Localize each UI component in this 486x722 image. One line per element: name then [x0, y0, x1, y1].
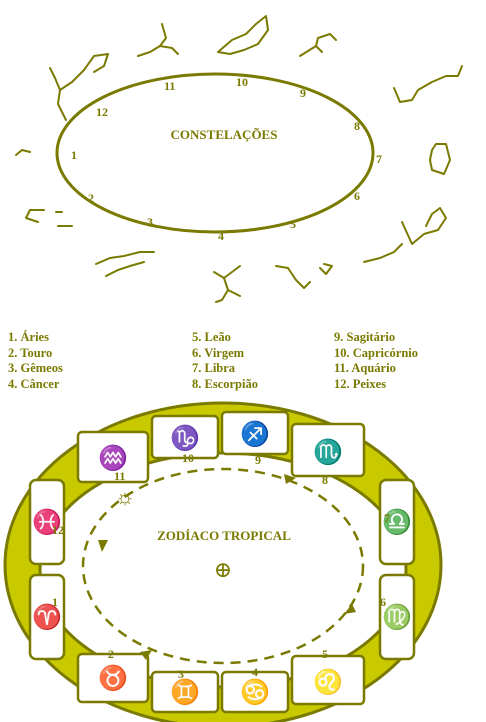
legend-item: 11. Aquário [334, 361, 418, 377]
legend-item: 4. Câncer [8, 377, 63, 393]
legend-column-3: 9. Sagitário 10. Capricórnio 11. Aquário… [334, 330, 418, 392]
scorpio-sign: ♏ [313, 438, 343, 466]
aquarius-sign: ♒ [98, 444, 128, 472]
constellation-figure [138, 24, 166, 56]
constellation-number: 9 [300, 86, 306, 100]
zodiac-number: 2 [108, 647, 114, 661]
zodiac-number: 4 [252, 665, 258, 679]
legend-item: 6. Virgem [192, 346, 258, 362]
zodiac-number: 6 [380, 595, 386, 609]
zodiac-number: 9 [255, 453, 261, 467]
gemini-sign: ♊ [170, 678, 200, 706]
constellation-figure [160, 46, 178, 54]
constellation-figure [430, 144, 450, 174]
constellation-number: 11 [164, 79, 175, 93]
legend-item: 2. Touro [8, 346, 63, 362]
constellation-number: 6 [354, 189, 360, 203]
legend-item: 1. Áries [8, 330, 63, 346]
zodiac-number: 11 [114, 469, 125, 483]
zodiac-number: 10 [182, 451, 194, 465]
zodiac-number: 5 [322, 647, 328, 661]
legend-column-2: 5. Leão 6. Virgem 7. Libra 8. Escorpião [192, 330, 258, 392]
constellation-figure [216, 278, 228, 302]
legend-item: 3. Gêmeos [8, 361, 63, 377]
leo-sign: ♌ [313, 668, 343, 696]
constellation-figure [364, 244, 402, 262]
constellation-figure [300, 34, 336, 56]
cancer-sign: ♋ [240, 678, 270, 706]
constellations-diagram: CONSTELAÇÕES 1 2 3 4 5 6 7 8 9 10 11 12 [16, 16, 462, 302]
zodiac-number: 12 [52, 523, 64, 537]
legend-item: 8. Escorpião [192, 377, 258, 393]
constellation-figure [84, 54, 108, 72]
legend-item: 5. Leão [192, 330, 258, 346]
constellation-figure [96, 252, 154, 264]
constellation-number: 7 [376, 152, 382, 166]
constellation-figure [276, 266, 310, 288]
zodiac-number: 8 [322, 473, 328, 487]
constellation-figures [16, 16, 462, 302]
zodiac-number: 7 [384, 511, 390, 525]
constellation-number: 8 [354, 119, 360, 133]
sagittarius-sign: ♐ [240, 420, 270, 448]
constellation-number: 3 [147, 215, 153, 229]
constellation-number: 5 [290, 217, 296, 231]
constellation-figure [394, 66, 462, 102]
legend-item: 7. Libra [192, 361, 258, 377]
constellation-figure [16, 150, 30, 155]
constellation-figure [50, 68, 66, 120]
virgo-sign: ♍ [382, 603, 412, 631]
constellation-figure [60, 70, 84, 90]
constellation-figure [320, 264, 332, 274]
capricorn-sign: ♑ [170, 424, 200, 452]
constellation-figure [228, 290, 240, 296]
constellation-number: 1 [71, 148, 77, 162]
constellation-figure [316, 46, 322, 52]
sun-icon: ☼ [115, 484, 135, 509]
constellation-figure [106, 262, 144, 276]
constellation-number: 12 [96, 105, 108, 119]
taurus-sign: ♉ [98, 664, 128, 692]
legend-item: 12. Peixes [334, 377, 418, 393]
legend-column-1: 1. Áries 2. Touro 3. Gêmeos 4. Câncer [8, 330, 63, 392]
zodiac-number: 3 [178, 667, 184, 681]
constellation-figure [26, 210, 44, 222]
tropical-zodiac-diagram: ♒ ♑ ♐ ♏ ♎ ♍ ♌ ♋ ♊ ♉ ♈ ♓ ☼ ZODÍACO TROPIC… [5, 403, 441, 722]
constellation-figure [218, 16, 268, 54]
constellation-number: 10 [236, 75, 248, 89]
constellation-figure [402, 208, 446, 244]
zodiac-number: 1 [52, 595, 58, 609]
legend-item: 9. Sagitário [334, 330, 418, 346]
constellation-number: 2 [88, 191, 94, 205]
constellation-figure [214, 266, 240, 278]
legend-item: 10. Capricórnio [334, 346, 418, 362]
ecliptic-ellipse [57, 74, 373, 232]
constellations-title: CONSTELAÇÕES [171, 127, 278, 142]
earth-icon: ⊕ [214, 557, 232, 582]
zodiac-title: ZODÍACO TROPICAL [157, 528, 291, 543]
constellation-number: 4 [218, 229, 224, 243]
